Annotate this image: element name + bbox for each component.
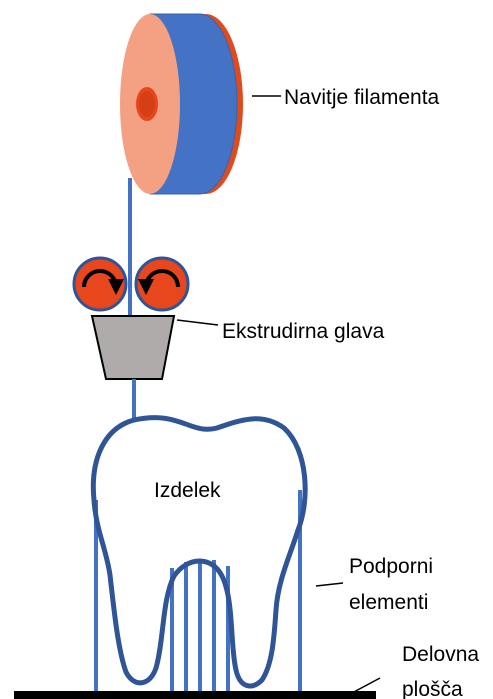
build-plate-leader-line (352, 678, 380, 693)
left-roller (74, 258, 126, 310)
build-plate-label-line1: Delovna (402, 643, 479, 666)
supports-label-line2: elementi (349, 591, 428, 614)
spool-label: Navitje filamenta (284, 86, 440, 109)
build-plate (14, 691, 376, 699)
right-roller (136, 258, 188, 310)
extruder-nozzle-icon (92, 316, 174, 379)
supports-label-line1: Podporni (349, 555, 433, 578)
product-label: Izdelek (154, 479, 221, 502)
extruder-label: Ekstrudirna glava (222, 320, 385, 343)
extruder-leader-line (177, 320, 218, 325)
build-plate-label-line2: plošča (402, 678, 463, 699)
supports-leader-line (316, 583, 343, 586)
filament-spool-icon (120, 14, 243, 194)
